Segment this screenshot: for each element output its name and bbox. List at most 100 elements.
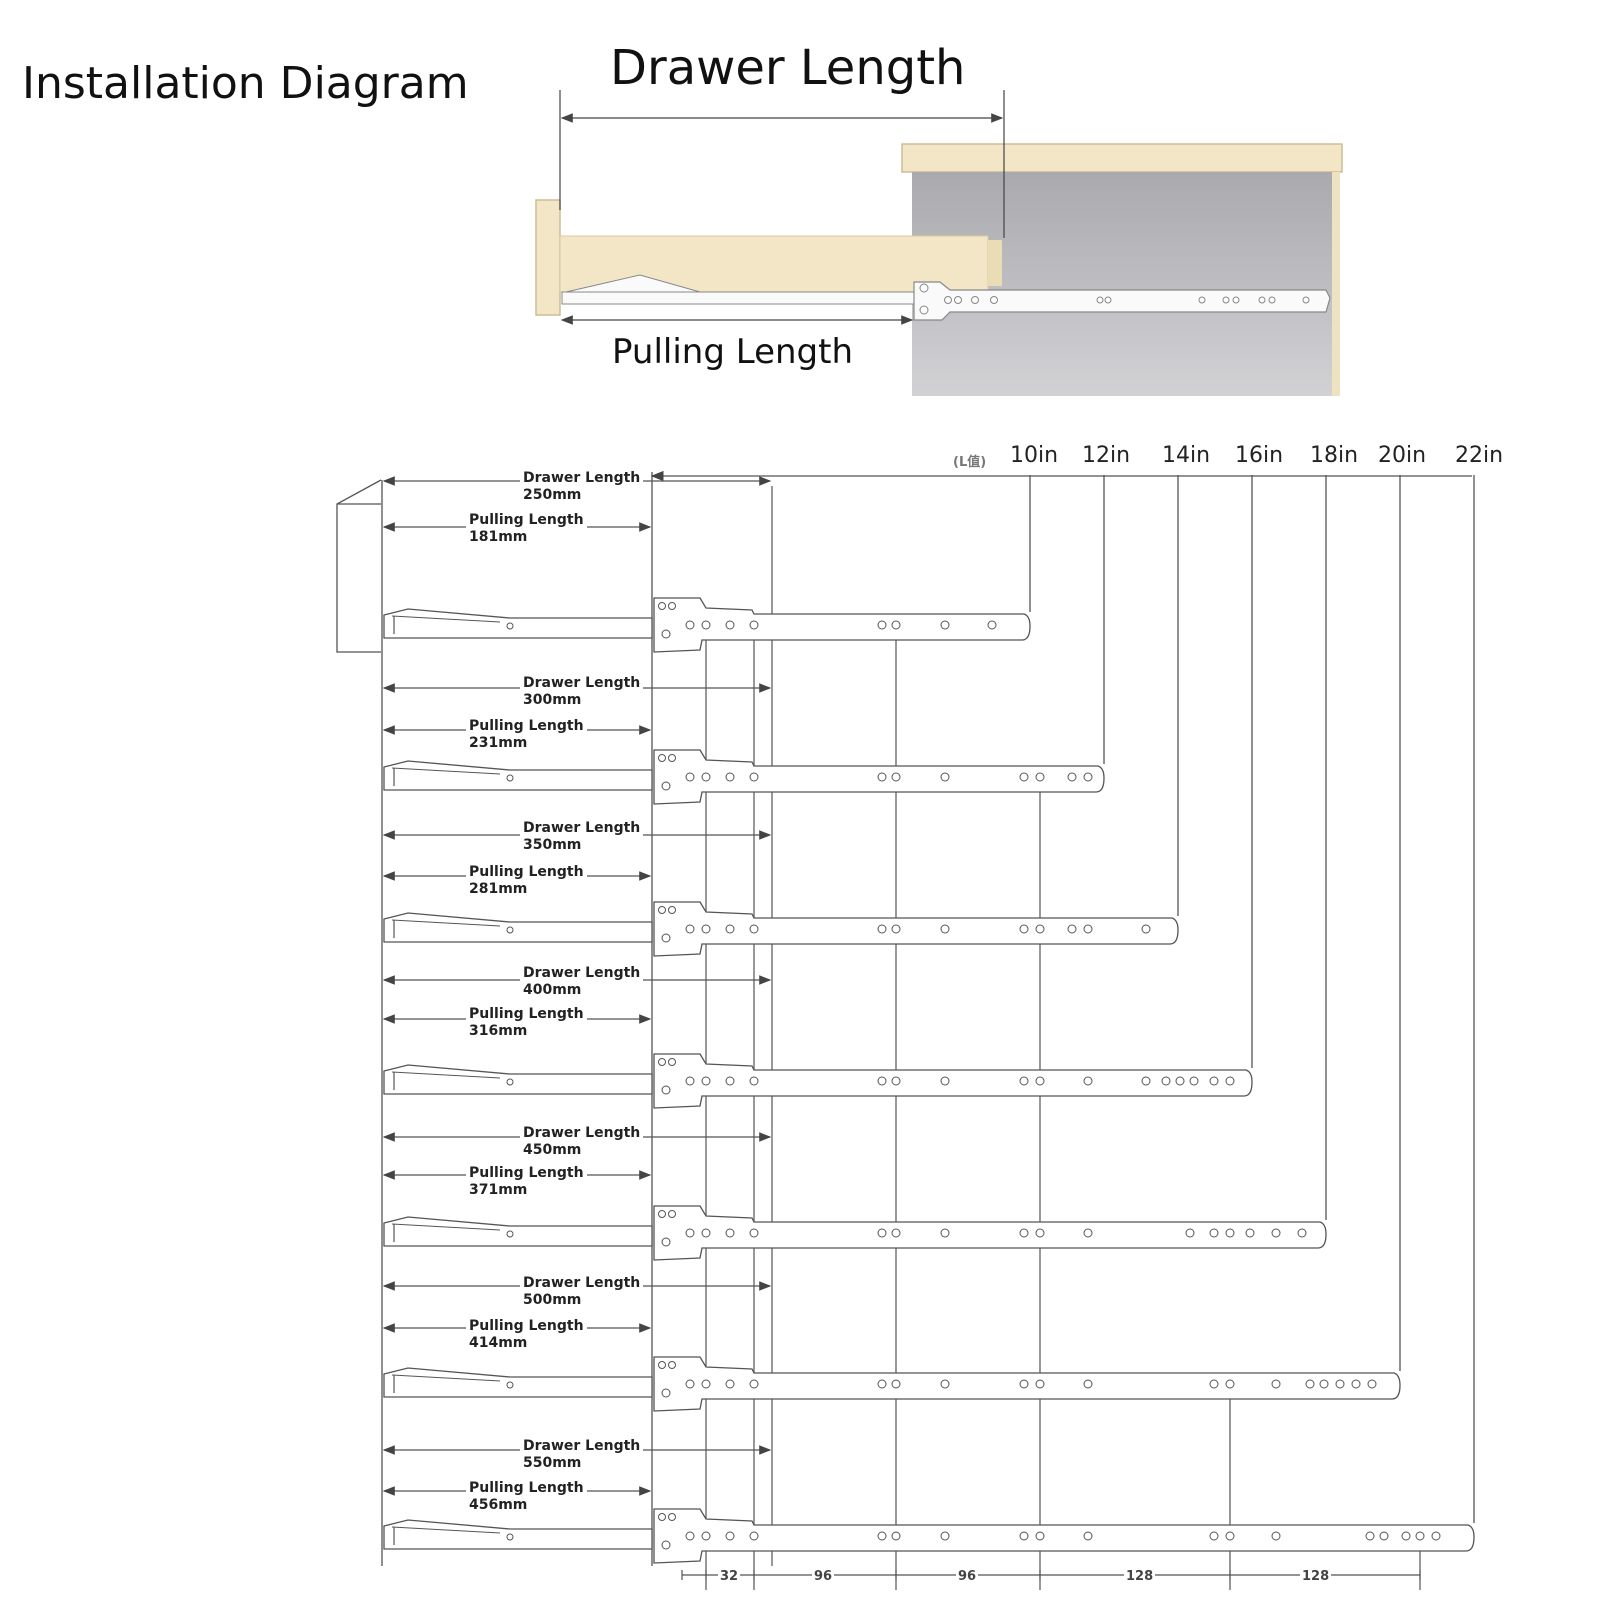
slide-hole [749,1076,759,1086]
inner-slide-member [383,912,653,943]
slide-hole [749,1379,759,1389]
drawer-length-label: Drawer Length 250mm [520,470,644,504]
slide-hole [661,781,671,791]
slide-hole [725,1531,735,1541]
pulling-length-label: Pulling Length 181mm [466,512,587,546]
slide-hole [701,620,711,630]
slide-hole [877,1076,887,1086]
slide-hole [1225,1228,1235,1238]
slide-hole [685,1531,695,1541]
slide-hole [701,924,711,934]
drawer-front-outline [336,479,382,653]
inner-slide-hole [506,1230,514,1238]
slide-hole [1083,1379,1093,1389]
technical-frame [336,470,1472,1576]
pulling-length-label: Pulling Length 456mm [466,1480,587,1514]
slide-hole [685,772,695,782]
inner-slide-rib [391,1071,501,1079]
slide-hole [749,1531,759,1541]
slide-hole [685,924,695,934]
slide-hole [1019,1228,1029,1238]
slide-hole [1161,1076,1171,1086]
drawer-length-label: Drawer Length 300mm [520,675,644,709]
slide-hole [1083,772,1093,782]
inner-slide-member [383,608,653,639]
inch-label-10in: 10in [1010,443,1059,468]
slide-hole [725,772,735,782]
slide-hole [891,1531,901,1541]
slide-hole [1019,1531,1029,1541]
inner-slide-rib [391,1374,501,1382]
drawer-length-label: Drawer Length 550mm [520,1438,644,1472]
hole-spacing-label: 32 [718,1569,741,1584]
slide-hole [658,1513,666,1521]
inner-slide-rib [391,615,501,623]
slide-hole [877,924,887,934]
slide-hole [668,1361,676,1369]
slide-hole [685,1379,695,1389]
slide-hole [658,1210,666,1218]
slide-hole [1067,772,1077,782]
slide-hole [1225,1379,1235,1389]
slide-hole [891,1228,901,1238]
slide-hole [1035,1531,1045,1541]
inner-slide-hole [506,1533,514,1541]
inner-slide-member [383,1216,653,1247]
slide-hole [1083,924,1093,934]
slide-hole [1019,1076,1029,1086]
slide-hole [1351,1379,1361,1389]
slide-hole [685,1076,695,1086]
slide-hole [658,1361,666,1369]
slide-hole [1401,1531,1411,1541]
cabinet-top-board [901,143,1343,173]
slide-hole [658,602,666,610]
slide-hole [661,1237,671,1247]
slide-hole [1225,1531,1235,1541]
inner-slide-rib [391,767,501,775]
slide-hole [891,1379,901,1389]
hole-spacing-label: 96 [956,1569,979,1584]
outer-slide-member [653,1508,1475,1564]
slide-hole [1035,1379,1045,1389]
inner-slide-hole [506,774,514,782]
slide-hole [940,1076,950,1086]
slide-hole [668,602,676,610]
slide-hole [658,754,666,762]
slide-hole [1209,1531,1219,1541]
slide-hole [668,1513,676,1521]
slide-hole [1083,1076,1093,1086]
inner-slide-rib [391,919,501,927]
slide-hole [1189,1076,1199,1086]
slide-hole [1297,1228,1307,1238]
pulling-length-label: Pulling Length 231mm [466,718,587,752]
slide-hole [1431,1531,1441,1541]
inch-label-16in: 16in [1235,443,1284,468]
slide-hole [891,1076,901,1086]
slide-outer-member [913,281,1331,321]
slide-hole [1271,1228,1281,1238]
slide-hole [940,1228,950,1238]
slide-hole [1245,1228,1255,1238]
slide-hole [749,1228,759,1238]
inner-slide-hole [506,622,514,630]
outer-slide-member [653,749,1105,805]
slide-hole [1019,924,1029,934]
slide-hole [1305,1379,1315,1389]
slide-hole [940,1531,950,1541]
slide-hole [668,754,676,762]
drawer-length-label: Drawer Length 450mm [520,1125,644,1159]
slide-hole [1225,1076,1235,1086]
slide-hole [1271,1379,1281,1389]
slide-hole [668,1058,676,1066]
slide-hole [725,924,735,934]
slide-inner-member [561,291,923,305]
slide-hole [701,1379,711,1389]
slide-hole [725,1076,735,1086]
slide-hole [658,1058,666,1066]
slide-hole [1035,772,1045,782]
slide-hole [1035,1228,1045,1238]
drawer-length-label: Drawer Length 350mm [520,820,644,854]
slide-hole [685,620,695,630]
inch-label-18in: 18in [1310,443,1359,468]
pulling-length-label: Pulling Length 316mm [466,1006,587,1040]
